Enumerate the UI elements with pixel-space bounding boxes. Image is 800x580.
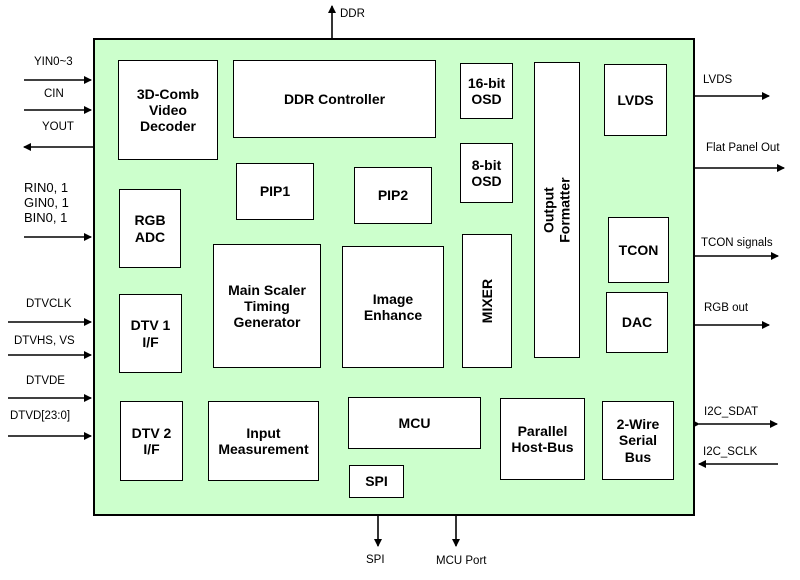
input-measurement: Input Measurement bbox=[208, 401, 319, 481]
rgb-adc: RGB ADC bbox=[119, 189, 181, 268]
mcu-port-label: MCU Port bbox=[436, 555, 487, 567]
parallel-host-bus: Parallel Host-Bus bbox=[500, 398, 585, 480]
tcon-block: TCON bbox=[608, 217, 669, 283]
tcon-signals-label: TCON signals bbox=[701, 237, 773, 249]
lvds-block: LVDS bbox=[604, 64, 667, 136]
dtvclk-label: DTVCLK bbox=[26, 298, 72, 310]
rgb-out-label: RGB out bbox=[704, 302, 749, 314]
osd-16bit: 16-bit OSD bbox=[460, 63, 513, 119]
i2c-sclk-label: I2C_SCLK bbox=[703, 446, 758, 458]
mixer-block: MIXER bbox=[462, 234, 512, 368]
ddr-controller: DDR Controller bbox=[233, 60, 436, 138]
spi-out-label: SPI bbox=[366, 554, 385, 566]
lvds-out-label: LVDS bbox=[703, 74, 733, 86]
dtvhs-label: DTVHS, VS bbox=[14, 335, 75, 347]
ddr-label: DDR bbox=[340, 8, 365, 20]
i2c-sdat-label: I2C_SDAT bbox=[704, 406, 759, 418]
pip2-block: PIP2 bbox=[354, 167, 432, 224]
main-scaler-timing-generator: Main Scaler Timing Generator bbox=[213, 244, 321, 368]
flat-panel-label: Flat Panel Out bbox=[706, 142, 780, 154]
dtvd-label: DTVD[23:0] bbox=[10, 410, 71, 422]
pip1-block: PIP1 bbox=[236, 163, 314, 220]
spi-block: SPI bbox=[349, 465, 404, 498]
dac-block: DAC bbox=[606, 292, 668, 353]
two-wire-serial-bus: 2-Wire Serial Bus bbox=[602, 401, 674, 480]
osd-8bit: 8-bit OSD bbox=[460, 143, 513, 203]
dtv1-interface: DTV 1 I/F bbox=[119, 294, 182, 373]
mcu-block: MCU bbox=[348, 397, 481, 449]
dtvde-label: DTVDE bbox=[26, 375, 65, 387]
output-formatter: Output Formatter bbox=[534, 62, 580, 358]
image-enhance: Image Enhance bbox=[342, 246, 444, 368]
dtv2-interface: DTV 2 I/F bbox=[120, 401, 183, 481]
yin-label: YIN0~3 bbox=[34, 56, 73, 68]
3d-comb-video-decoder: 3D-Comb Video Decoder bbox=[118, 60, 218, 160]
yout-label: YOUT bbox=[42, 121, 74, 133]
rgbin-label: RIN0, 1 GIN0, 1 BIN0, 1 bbox=[24, 180, 69, 225]
cin-label: CIN bbox=[44, 88, 64, 100]
